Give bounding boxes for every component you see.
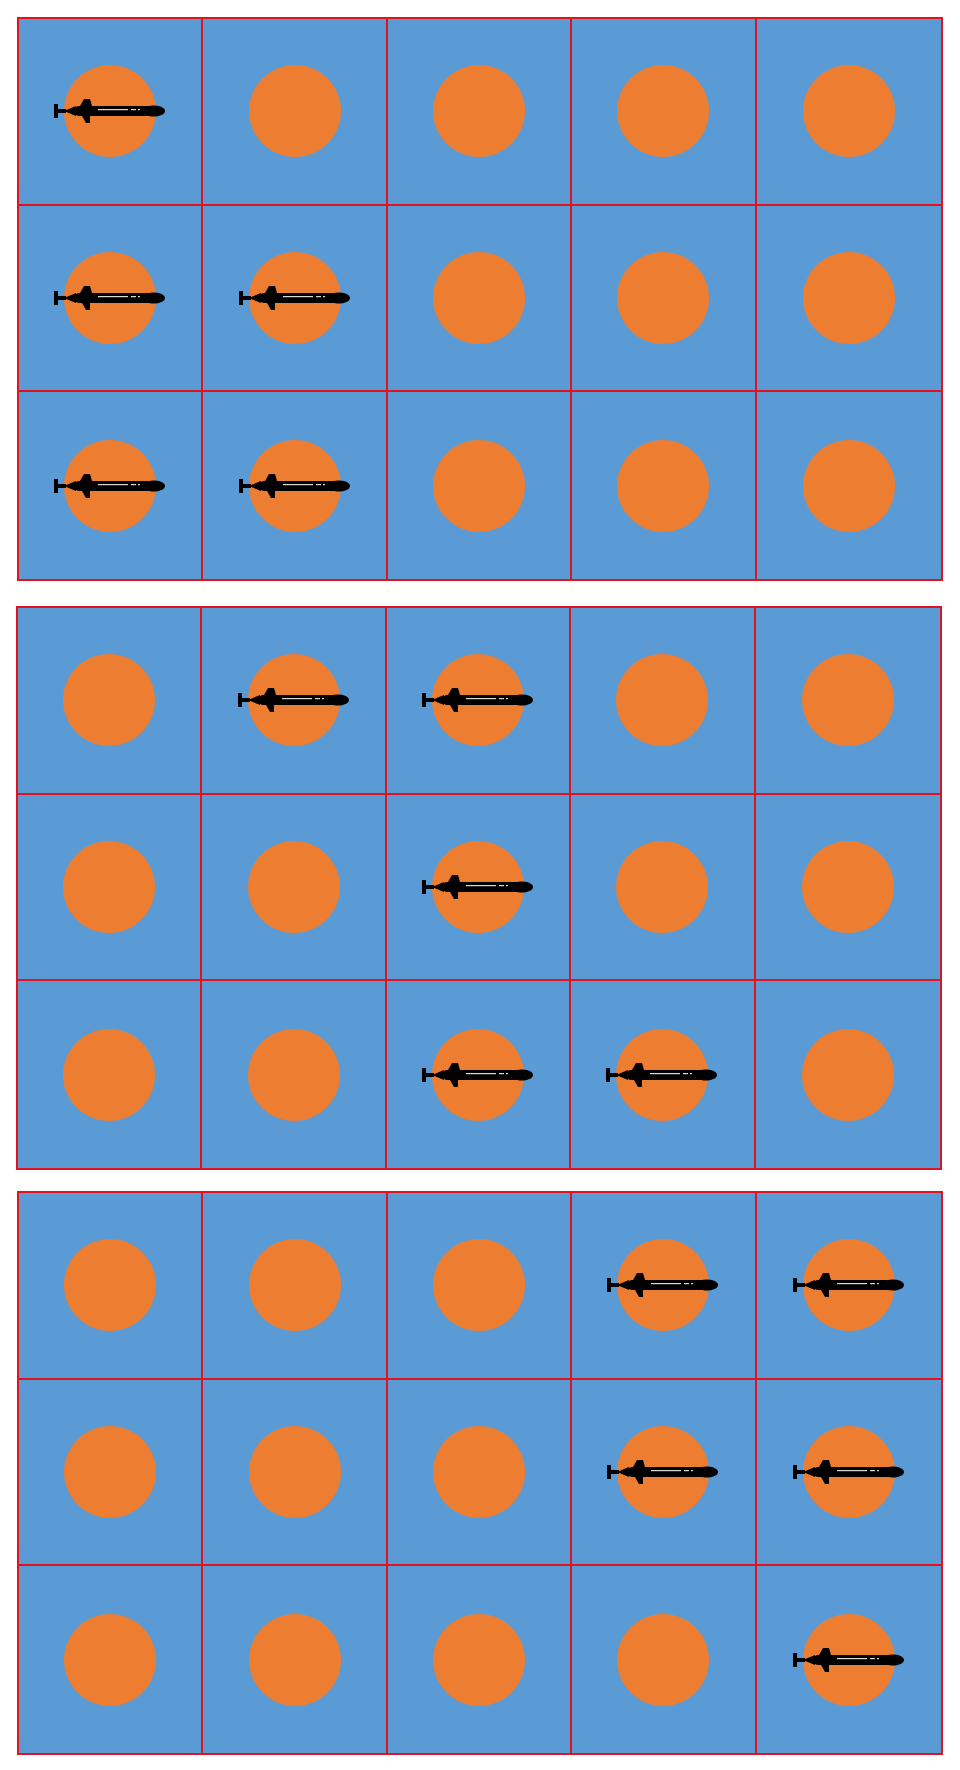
board-2-cell-r1-c4[interactable]	[571, 608, 756, 795]
board-1-cell-r1-c2[interactable]	[203, 19, 388, 206]
board-2-cell-r1-c3[interactable]	[386, 608, 572, 795]
board-1-cell-r3-c4[interactable]	[572, 392, 757, 579]
board-1-cell-r2-c4[interactable]	[572, 205, 757, 393]
board-2-cell-r2-c4[interactable]	[571, 794, 756, 982]
board-3-cell-r3-c4[interactable]	[572, 1566, 757, 1753]
submarine-icon	[421, 1061, 534, 1089]
board-2-cell-r3-c5[interactable]	[755, 981, 940, 1168]
target-circle-icon	[248, 65, 341, 158]
target-circle-icon	[64, 1613, 157, 1706]
target-circle-icon	[63, 840, 156, 933]
target-circle-icon	[802, 439, 895, 532]
board-3-cell-r2-c2[interactable]	[203, 1379, 388, 1567]
board-1-cell-r3-c1[interactable]	[19, 392, 204, 579]
submarine-icon	[238, 284, 351, 312]
board-1-cell-r3-c2[interactable]	[203, 392, 388, 579]
submarine-icon	[421, 686, 534, 714]
target-circle-icon	[617, 65, 710, 158]
target-circle-icon	[247, 1028, 340, 1121]
board-3-cell-r1-c3[interactable]	[387, 1193, 573, 1380]
board-2-cell-r1-c2[interactable]	[202, 608, 387, 795]
target-circle-icon	[432, 251, 525, 344]
board-1-cell-r2-c5[interactable]	[756, 205, 941, 393]
board-1-cell-r1-c5[interactable]	[756, 19, 941, 206]
target-circle-icon	[432, 1613, 525, 1706]
board-2-cell-r2-c5[interactable]	[755, 794, 940, 982]
board-2-cell-r3-c1[interactable]	[18, 981, 203, 1168]
submarine-icon	[607, 1458, 719, 1486]
board-2-cell-r2-c2[interactable]	[202, 794, 387, 982]
board-3-cell-r3-c2[interactable]	[203, 1566, 388, 1753]
board-1-cell-r2-c2[interactable]	[203, 205, 388, 393]
board-3-cell-r3-c1[interactable]	[19, 1566, 204, 1753]
target-circle-icon	[63, 1028, 156, 1121]
target-circle-icon	[617, 439, 710, 532]
board-3-cell-r1-c2[interactable]	[203, 1193, 388, 1380]
target-circle-icon	[247, 840, 340, 933]
target-circle-icon	[63, 654, 156, 747]
target-circle-icon	[248, 1425, 341, 1518]
target-circle-icon	[801, 1028, 894, 1121]
board-3-cell-r2-c4[interactable]	[572, 1379, 757, 1567]
target-circle-icon	[64, 1425, 157, 1518]
board-3-cell-r3-c5[interactable]	[756, 1566, 941, 1753]
target-circle-icon	[64, 1239, 157, 1332]
board-3-cell-r2-c1[interactable]	[19, 1379, 204, 1567]
target-circle-icon	[802, 65, 895, 158]
submarine-icon	[792, 1271, 905, 1299]
target-circle-icon	[432, 1425, 525, 1518]
submarine-icon	[421, 873, 534, 901]
board-2-cell-r3-c3[interactable]	[386, 981, 572, 1168]
board-2-cell-r2-c1[interactable]	[18, 794, 203, 982]
submarine-icon	[606, 1061, 718, 1089]
board-3	[17, 1191, 943, 1755]
board-1-cell-r2-c3[interactable]	[387, 205, 573, 393]
board-2-cell-r3-c2[interactable]	[202, 981, 387, 1168]
submarine-icon	[54, 472, 166, 500]
target-circle-icon	[802, 251, 895, 344]
board-2-cell-r1-c5[interactable]	[755, 608, 940, 795]
board-3-cell-r2-c3[interactable]	[387, 1379, 573, 1567]
submarine-icon	[54, 284, 166, 312]
target-circle-icon	[801, 654, 894, 747]
submarine-icon	[792, 1458, 905, 1486]
submarine-icon	[607, 1271, 719, 1299]
board-1	[17, 17, 943, 581]
target-circle-icon	[432, 439, 525, 532]
submarine-icon	[237, 686, 350, 714]
board-2-cell-r2-c3[interactable]	[386, 794, 572, 982]
board-2-cell-r3-c4[interactable]	[571, 981, 756, 1168]
board-3-cell-r1-c4[interactable]	[572, 1193, 757, 1380]
board-1-cell-r1-c1[interactable]	[19, 19, 204, 206]
target-circle-icon	[248, 1239, 341, 1332]
target-circle-icon	[616, 840, 709, 933]
board-1-cell-r2-c1[interactable]	[19, 205, 204, 393]
target-circle-icon	[248, 1613, 341, 1706]
board-1-cell-r3-c5[interactable]	[756, 392, 941, 579]
submarine-icon	[238, 472, 351, 500]
board-3-cell-r1-c5[interactable]	[756, 1193, 941, 1380]
board-2-cell-r1-c1[interactable]	[18, 608, 203, 795]
submarine-icon	[792, 1646, 905, 1674]
target-circle-icon	[616, 654, 709, 747]
board-3-cell-r3-c3[interactable]	[387, 1566, 573, 1753]
board-1-cell-r3-c3[interactable]	[387, 392, 573, 579]
target-circle-icon	[617, 1613, 710, 1706]
submarine-icon	[54, 97, 166, 125]
target-circle-icon	[801, 840, 894, 933]
board-1-cell-r1-c3[interactable]	[387, 19, 573, 206]
target-circle-icon	[617, 251, 710, 344]
target-circle-icon	[432, 65, 525, 158]
target-circle-icon	[432, 1239, 525, 1332]
board-3-cell-r2-c5[interactable]	[756, 1379, 941, 1567]
board-3-cell-r1-c1[interactable]	[19, 1193, 204, 1380]
board-1-cell-r1-c4[interactable]	[572, 19, 757, 206]
board-2	[16, 606, 942, 1170]
